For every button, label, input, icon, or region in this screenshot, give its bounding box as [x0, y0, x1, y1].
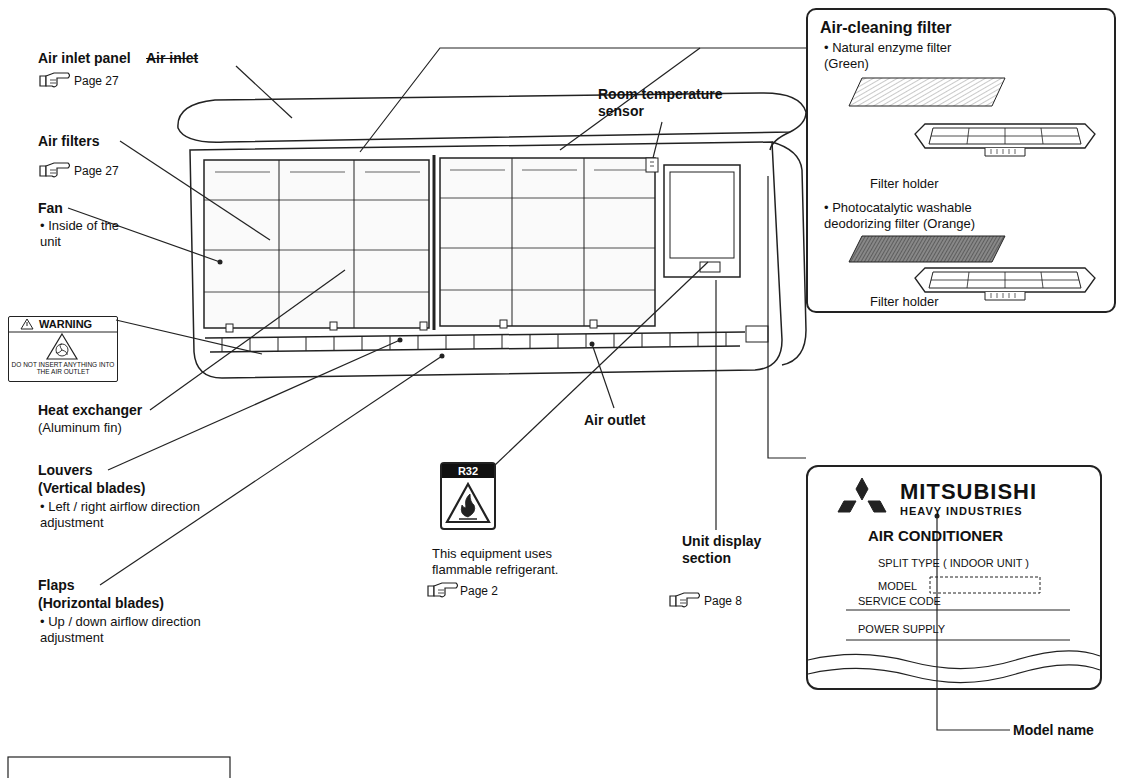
page-pointer	[40, 163, 70, 177]
node-text: WARNING	[39, 318, 113, 331]
node-text: R32	[442, 464, 494, 478]
node-text: Filter holder	[870, 294, 990, 310]
cut-off-box	[8, 757, 230, 778]
node-text: AIR CONDITIONER	[868, 527, 1088, 545]
node-text: HEAVY INDUSTRIES	[900, 505, 1090, 518]
part-label: This equipment uses flammable refrigeran…	[432, 546, 592, 577]
refrigerant-label: R32	[440, 462, 496, 530]
filter-art	[849, 78, 1095, 300]
part-label: Air outlet	[584, 412, 645, 429]
part-label: • Left / right airflow direction adjustm…	[40, 499, 220, 530]
part-label: Flaps	[38, 577, 75, 594]
part-label: Air inlet panel	[38, 50, 131, 67]
node-text: SPLIT TYPE ( INDOOR UNIT )	[878, 557, 1088, 570]
part-label: (Aluminum fin)	[38, 420, 122, 436]
node-text: MITSUBISHI	[900, 479, 1090, 505]
node-text: POWER SUPPLY	[858, 623, 998, 636]
part-label: Louvers	[38, 462, 92, 479]
leader-dots	[218, 260, 940, 519]
filter-panel: Air-cleaning filter • Natural enzyme filt…	[806, 8, 1116, 313]
nameplate: MITSUBISHIHEAVY INDUSTRIES AIR CONDITIONE…	[806, 465, 1102, 690]
part-label: (Horizontal blades)	[38, 595, 164, 612]
part-label: Unit display section	[682, 533, 782, 567]
node-text: Filter holder	[870, 176, 990, 192]
warning-symbol	[9, 319, 117, 359]
part-label: Model name	[1013, 722, 1094, 739]
part-label: Fan	[38, 200, 63, 217]
node-text: SERVICE CODE	[858, 595, 978, 608]
warning-label: WARNING DO NOT INSERT ANYTHING INTO THE A…	[8, 316, 118, 382]
node-text: • Natural enzyme filter (Green)	[824, 40, 984, 71]
indoor-unit	[178, 93, 806, 378]
part-label: Room temperature sensor	[598, 86, 728, 120]
leader-lines	[68, 48, 1010, 730]
part-label: Page 27	[74, 74, 119, 88]
page-pointer	[670, 593, 700, 607]
part-label: Page 2	[460, 584, 498, 598]
part-label: Air inlet	[146, 50, 198, 67]
part-label: Heat exchanger	[38, 402, 142, 419]
part-label: Page 27	[74, 164, 119, 178]
flammable-symbol	[447, 484, 489, 522]
page-pointer	[40, 73, 70, 87]
page-pointer	[428, 583, 458, 597]
node-text: DO NOT INSERT ANYTHING INTO THE AIR OUTL…	[11, 361, 115, 376]
part-label: • Up / down airflow direction adjustment	[40, 614, 220, 645]
part-label: (Vertical blades)	[38, 480, 145, 497]
node-text: MODEL	[878, 580, 958, 593]
nameplate-art	[808, 478, 1100, 683]
part-label: Air filters	[38, 133, 99, 150]
node-text: Air-cleaning filter	[820, 18, 1040, 37]
node-text: • Photocatalytic washable deodorizing fi…	[824, 200, 1034, 231]
part-label: Page 8	[704, 594, 742, 608]
part-label: • Inside of the unit	[40, 218, 130, 249]
